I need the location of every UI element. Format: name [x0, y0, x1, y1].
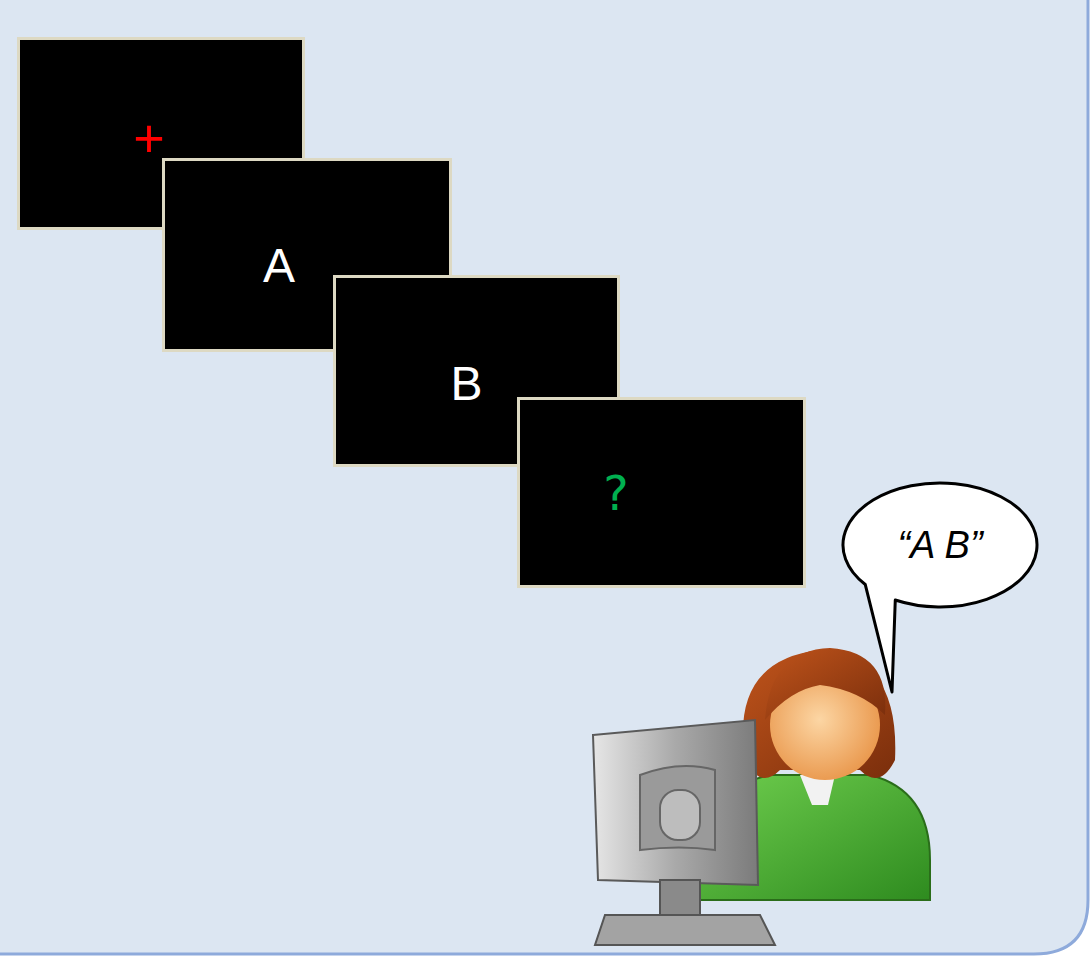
screen-symbol: A — [263, 238, 295, 293]
spoken-response: “A B” — [897, 524, 982, 567]
screen-symbol: B — [450, 356, 482, 411]
bubble-shape — [843, 483, 1037, 692]
screen-symbol: + — [133, 107, 165, 169]
screen-symbol: ? — [601, 465, 630, 521]
speech-bubble: “A B” — [840, 480, 1040, 610]
response-cue-screen: ? — [517, 397, 806, 588]
